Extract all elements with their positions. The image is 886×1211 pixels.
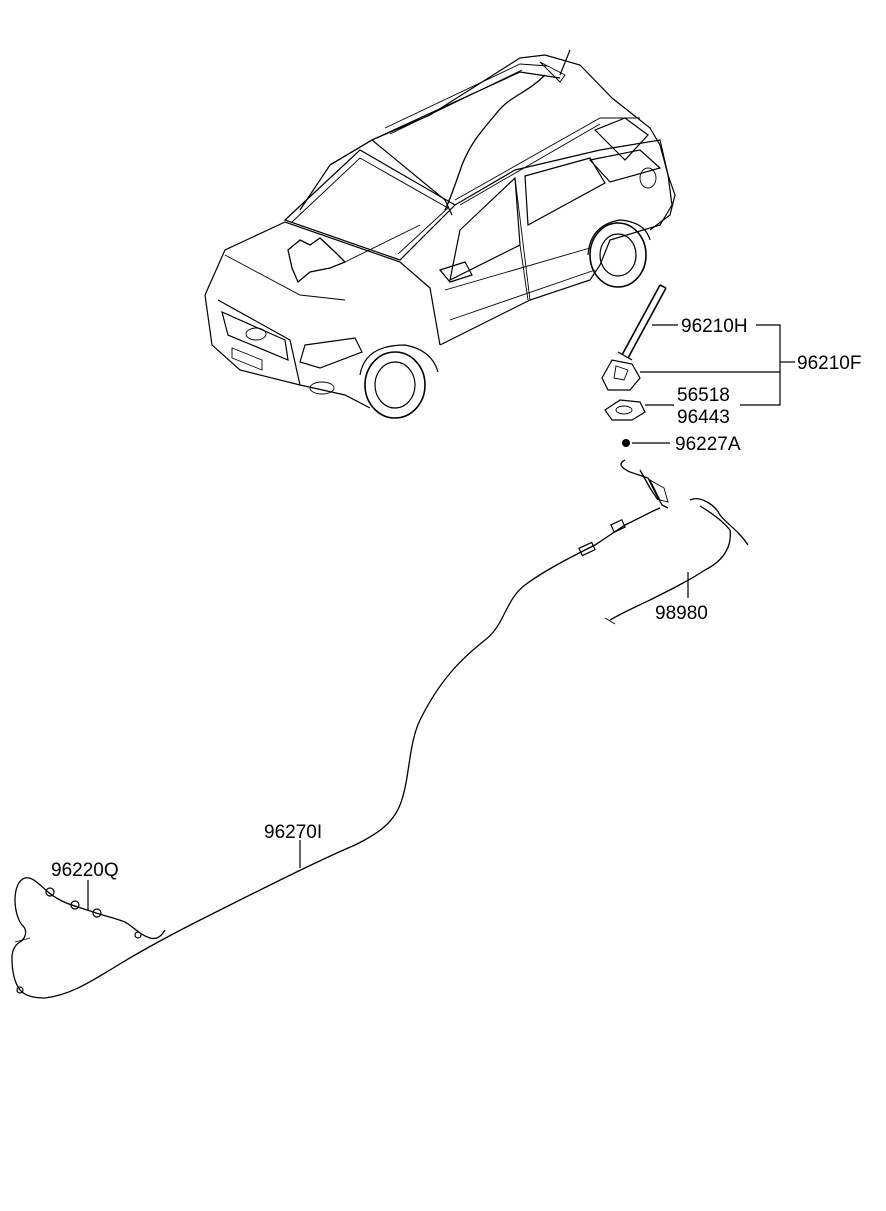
sub-cable <box>609 498 749 621</box>
antenna-mast <box>621 284 667 359</box>
label-96210H: 96210H <box>681 316 748 337</box>
antenna-parts <box>601 284 795 447</box>
label-96210F: 96210F <box>797 353 861 374</box>
vehicle-illustration <box>204 49 676 419</box>
main-cable <box>44 507 661 999</box>
nut <box>622 439 630 447</box>
label-96443: 96443 <box>677 407 730 428</box>
antenna-base <box>601 359 641 391</box>
connector-cable <box>11 877 166 999</box>
label-96270I: 96270I <box>264 822 322 843</box>
label-98980: 98980 <box>655 603 708 624</box>
label-96227A: 96227A <box>675 434 741 455</box>
part-labels: 96210H 96210F 56518 96443 96227A 98980 9… <box>51 316 861 881</box>
antenna-cable-head <box>620 459 669 509</box>
cables <box>11 459 749 999</box>
label-96220Q: 96220Q <box>51 860 119 881</box>
gasket <box>604 399 646 421</box>
label-56518: 56518 <box>677 385 730 406</box>
